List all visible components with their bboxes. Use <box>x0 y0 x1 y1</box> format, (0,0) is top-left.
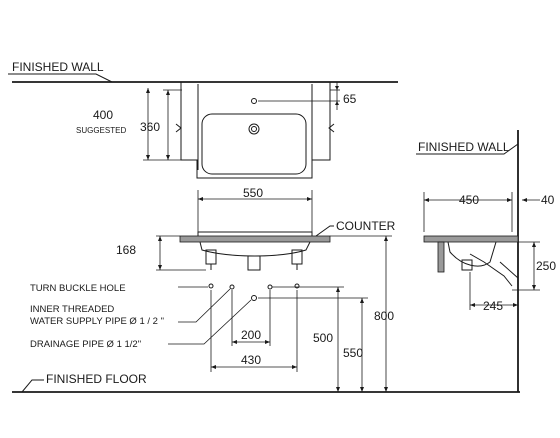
dim-800-arrow-1 <box>384 236 388 241</box>
turn-buckle-hole-label: TURN BUCKLE HOLE <box>30 283 126 294</box>
turn-buckle-hole-right <box>294 283 300 289</box>
finished-wall-top-label: FINISHED WALL <box>12 60 104 74</box>
break-mark-left <box>175 123 182 133</box>
dim-430-arrow-1 <box>211 365 216 369</box>
side-drain <box>461 259 473 271</box>
dim-550-right-arrow-2 <box>360 387 364 392</box>
drainage-pipe-label: DRAINAGE PIPE Ø 1 1/2" <box>30 339 141 350</box>
dim-450-arrow-1 <box>424 198 429 202</box>
dim-430-arrow-2 <box>292 365 297 369</box>
floor: FINISHED FLOOR <box>12 372 520 393</box>
dim-360-arrow-1 <box>166 90 170 95</box>
dim-360-arrow-2 <box>166 155 170 160</box>
dim-500-text: 500 <box>313 331 333 345</box>
dim-200-arrow-1 <box>232 340 237 344</box>
basin-bowl <box>201 113 307 175</box>
dim-800-text: 800 <box>374 309 394 323</box>
dim-200-text: 200 <box>241 328 261 342</box>
water-supply-pipe-left <box>229 284 235 290</box>
break-mark-right <box>328 123 335 133</box>
counter-leader <box>315 225 334 237</box>
dim-360-text: 360 <box>140 120 160 134</box>
drainage-leader <box>168 299 252 345</box>
side-trap-pipe-2 <box>499 261 519 279</box>
dim-400-text: 400 <box>93 108 113 122</box>
dim-400-arrow-2 <box>146 155 150 160</box>
dim-65-text: 65 <box>343 92 357 106</box>
front-view: 550 COUNTER 168 TURN BUCKLE HOLE <box>30 186 396 392</box>
dim-250-arrow-2 <box>532 285 536 290</box>
finished-floor-leader <box>21 379 44 393</box>
side-counter-support <box>437 241 445 273</box>
drain-outer <box>248 123 260 135</box>
dim-450-arrow-2 <box>507 198 512 202</box>
dim-40-arrow <box>522 198 527 202</box>
turn-buckle-hole-left <box>208 283 214 289</box>
top-view: FINISHED WALL 65 400 SUGGESTED <box>8 60 398 179</box>
dim-450-text: 450 <box>459 193 479 207</box>
side-counter-slab <box>423 235 519 243</box>
dim-65-arrow-1 <box>335 86 339 90</box>
dim-550-top-text: 550 <box>243 186 263 200</box>
inner-threaded-label: INNER THREADED <box>30 304 114 315</box>
dim-40-text: 40 <box>541 193 555 207</box>
counter-slab <box>179 235 331 243</box>
dim-550-arrow-2 <box>307 197 312 201</box>
drain-tailpiece <box>247 255 261 271</box>
dim-200-arrow-2 <box>265 340 270 344</box>
water-supply-leader <box>178 288 231 323</box>
dim-245-text: 245 <box>483 299 503 313</box>
drainage-pipe <box>251 295 257 301</box>
drain-inner <box>251 126 257 132</box>
dim-250-arrow-1 <box>532 242 536 247</box>
water-supply-pipe-right <box>267 284 273 290</box>
counter-label: COUNTER <box>336 219 396 233</box>
finished-wall-side-label: FINISHED WALL <box>418 140 510 154</box>
side-view: FINISHED WALL 450 40 250 245 <box>416 130 556 392</box>
dim-250-text: 250 <box>536 259 556 273</box>
side-sink-bowl <box>447 241 497 267</box>
side-trap-pipe <box>469 253 513 287</box>
dim-168-arrow-1 <box>158 236 162 241</box>
suggested-label: SUGGESTED <box>76 126 126 135</box>
dim-550-arrow-1 <box>198 197 203 201</box>
water-supply-pipe-label: WATER SUPPLY PIPE Ø 1 / 2 " <box>30 316 164 327</box>
dim-168-arrow-2 <box>158 265 162 270</box>
dim-245-arrow-2 <box>513 303 518 307</box>
finished-floor-label: FINISHED FLOOR <box>46 372 147 386</box>
dim-500-arrow-1 <box>336 287 340 292</box>
dim-550-right-text: 550 <box>343 346 363 360</box>
dim-245-arrow-1 <box>470 303 475 307</box>
dim-400-arrow-1 <box>146 88 150 93</box>
faucet-hole <box>251 98 257 104</box>
dim-65-arrow-2 <box>335 101 339 105</box>
dim-430-text: 430 <box>241 353 261 367</box>
dim-800-arrow-2 <box>384 387 388 392</box>
dim-500-arrow-2 <box>336 387 340 392</box>
sink-outline-top <box>180 82 331 179</box>
dim-168-text: 168 <box>116 243 136 257</box>
finished-wall-side-leader <box>416 143 519 155</box>
finished-wall-leader <box>8 73 113 83</box>
dim-550-right-arrow-1 <box>360 298 364 303</box>
sink-rim-front <box>197 231 313 236</box>
